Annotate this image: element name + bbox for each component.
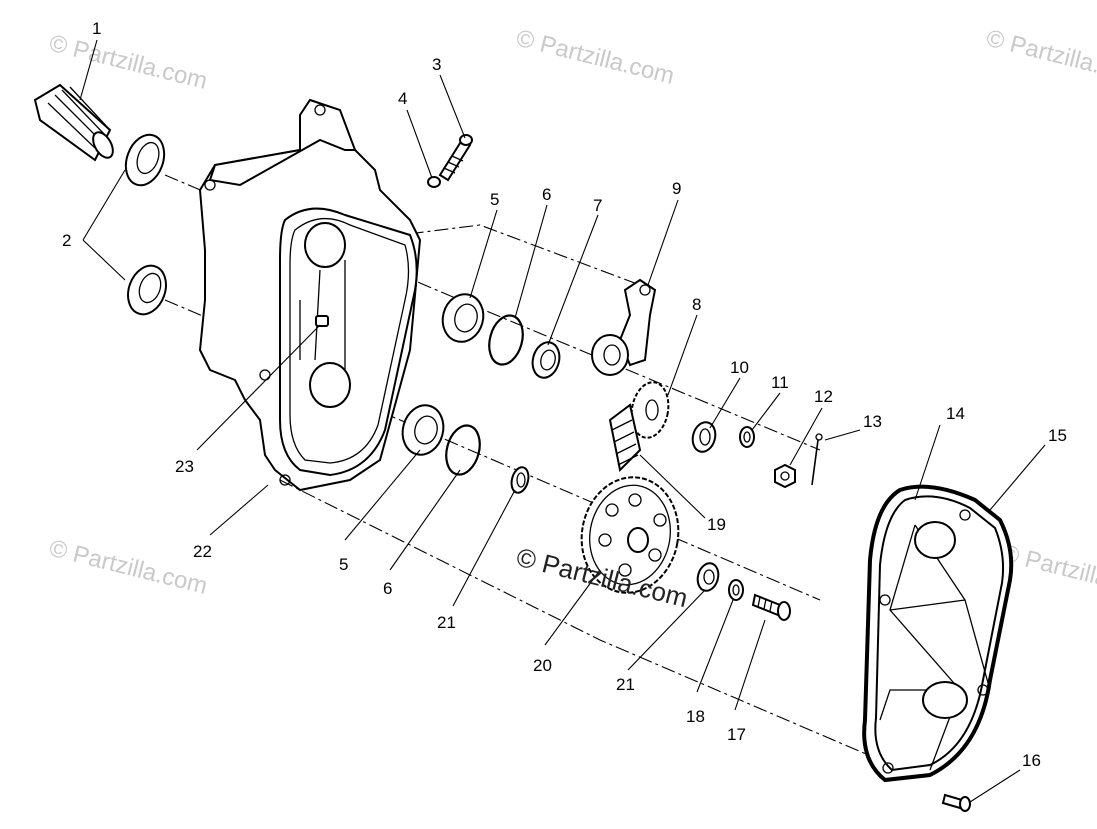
callout-12: 12	[814, 387, 833, 406]
callout-18: 18	[686, 707, 705, 726]
callout-5-upper: 5	[490, 190, 499, 209]
chaincase-cover	[862, 484, 1014, 783]
callout-21-upper: 21	[437, 613, 456, 632]
drive-sprocket-small	[630, 381, 670, 439]
watermark-mid-left: © Partzilla.com	[47, 535, 210, 600]
cotter-pin-13	[811, 433, 823, 486]
lock-washer-11	[739, 426, 755, 448]
callout-6-upper: 6	[542, 185, 551, 204]
callout-20: 20	[533, 656, 552, 675]
lock-washer-18	[728, 579, 744, 601]
retaining-ring-lower	[445, 424, 481, 476]
adjuster-nut	[427, 176, 441, 188]
callout-6-lower: 6	[383, 579, 392, 598]
callout-15: 15	[1048, 426, 1067, 445]
washer-21-lower	[696, 562, 720, 592]
washer-21-upper	[510, 466, 530, 494]
callout-14: 14	[946, 404, 965, 423]
nut-12	[774, 463, 796, 489]
seal-lower	[127, 264, 167, 316]
callout-21-lower: 21	[616, 675, 635, 694]
retaining-ring-upper	[488, 314, 524, 366]
seal-upper	[124, 133, 166, 187]
callout-22: 22	[193, 542, 212, 561]
callout-8-9: 9	[672, 179, 681, 198]
callout-16: 16	[1022, 751, 1041, 770]
callout-17: 17	[727, 725, 746, 744]
callout-labels: 1 2 3 4 5 5 6 6 7 9 8 10 11 12 13 14 15 …	[62, 19, 1067, 770]
shaft	[33, 83, 114, 162]
callout-10: 10	[730, 358, 749, 377]
washer-10	[691, 421, 717, 453]
callout-1: 1	[92, 19, 101, 38]
bearing-upper	[441, 293, 485, 343]
leader-lines	[79, 39, 1046, 803]
adjuster-bolt	[438, 134, 473, 182]
watermark-top-center: © Partzilla.com	[514, 25, 677, 90]
callout-13: 13	[863, 412, 882, 431]
callout-4: 4	[398, 89, 407, 108]
tensioner-arm	[591, 278, 657, 376]
watermark-top-right: © Partzilla.c	[984, 25, 1097, 82]
spacer	[531, 341, 561, 379]
callout-2: 2	[62, 231, 71, 250]
callout-23: 23	[175, 457, 194, 476]
dowel-pin	[315, 315, 329, 327]
drive-chain	[608, 403, 642, 473]
bearing-lower	[401, 404, 445, 456]
chaincase-housing	[198, 98, 422, 492]
bolt-16	[941, 793, 971, 812]
callout-8: 8	[692, 295, 701, 314]
callout-7: 7	[593, 196, 602, 215]
callout-3: 3	[432, 55, 441, 74]
driven-sprocket-large	[580, 476, 680, 594]
bolt-17	[751, 593, 791, 621]
callout-19: 19	[707, 515, 726, 534]
callout-11: 11	[771, 373, 789, 392]
watermark-top-left: © Partzilla.com	[47, 30, 210, 95]
watermark-mid-right: © Partzilla.c	[999, 540, 1097, 597]
callout-5-lower: 5	[339, 555, 348, 574]
